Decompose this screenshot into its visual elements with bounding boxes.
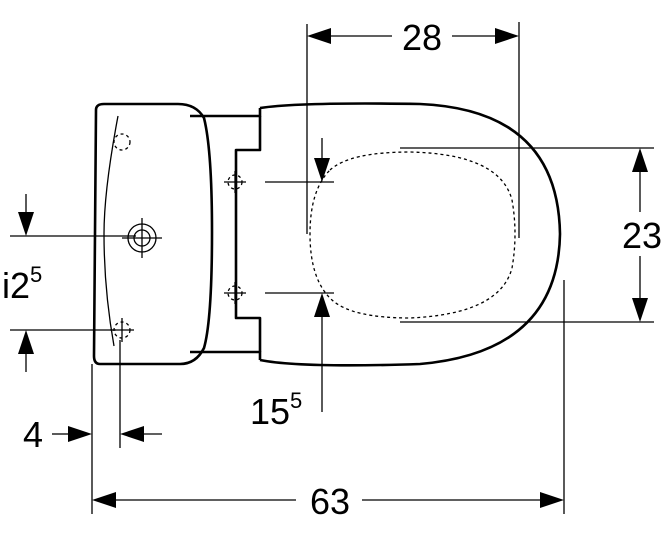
overall-length-label: 63	[310, 481, 350, 522]
offset-left-label: 4	[23, 414, 43, 455]
connector-outline	[190, 108, 262, 360]
bowl-fixing-bolt-upper-icon	[224, 171, 246, 193]
seat-depth-label: 23	[622, 215, 662, 256]
fixing-spacing-label: 155	[250, 388, 302, 432]
bowl-outline	[259, 102, 562, 367]
bowl-fixing-bolt-lower-icon	[224, 282, 246, 304]
dimension-overall-length: 63	[91, 280, 565, 522]
dimension-seat-width: 28	[306, 17, 520, 238]
seat-opening-dashed	[309, 151, 516, 319]
cistern-water-inlet-icon	[122, 218, 162, 258]
dimension-tank-hole-spacing: i25	[2, 194, 136, 372]
cistern-outline	[92, 102, 214, 366]
dimension-seat-depth: 23	[400, 147, 662, 323]
seat-width-label: 28	[402, 17, 442, 58]
dimension-fixing-spacing: 155	[250, 138, 334, 432]
cistern-top-hole-icon	[113, 133, 131, 151]
tank-hole-spacing-label: i25	[2, 262, 42, 306]
dimension-offset-left: 4	[23, 340, 162, 455]
